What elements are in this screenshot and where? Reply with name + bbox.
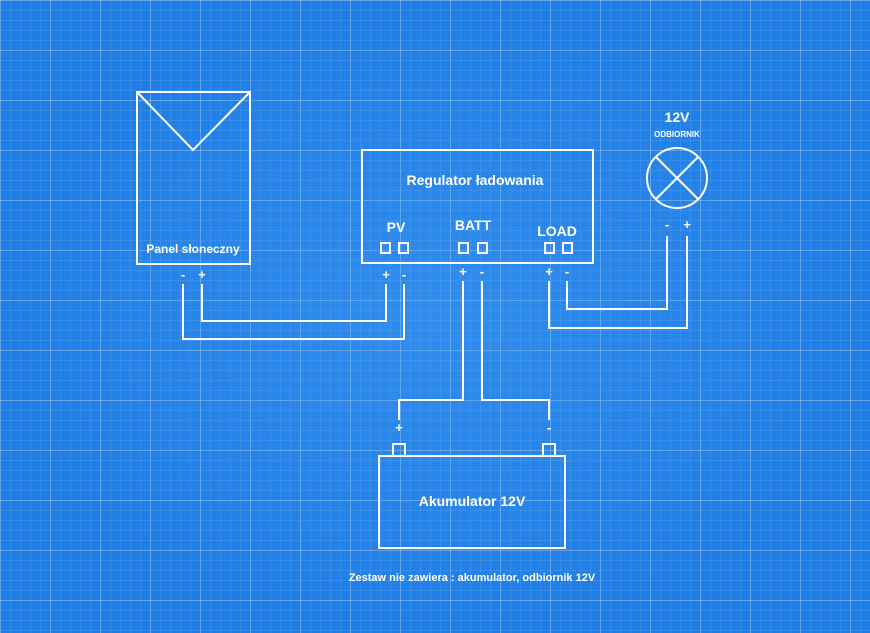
battery-terminal-plus xyxy=(392,443,406,457)
batt-port-label: BATT xyxy=(455,217,492,233)
wire-load-plus xyxy=(548,236,688,329)
solar-panel-icon xyxy=(136,91,251,152)
batt-plus-sign: + xyxy=(459,264,467,279)
batt-terminal-plus xyxy=(458,242,469,254)
load-device: 12V ODBIORNIK - + xyxy=(646,109,708,232)
battery-terminal-minus xyxy=(542,443,556,457)
charge-controller: Regulator ładowania PV BATT LOAD + - + -… xyxy=(361,149,594,282)
load-terminal-minus xyxy=(562,242,573,254)
lamp-cross-b xyxy=(655,156,699,200)
pv-terminal-plus xyxy=(380,242,391,254)
load-device-plus-sign: + xyxy=(683,217,691,232)
pv-minus-sign: - xyxy=(402,267,406,282)
wire-batt-minus xyxy=(481,281,550,420)
load-voltage-label: 12V xyxy=(665,109,691,125)
footnote: Zestaw nie zawiera : akumulator, odbiorn… xyxy=(349,572,596,584)
controller-title: Regulator ładowania xyxy=(407,172,544,188)
battery-frame xyxy=(378,455,566,549)
pv-plus-sign: + xyxy=(382,267,390,282)
batt-minus-sign: - xyxy=(480,264,484,279)
lamp-icon xyxy=(646,147,708,209)
controller-frame xyxy=(361,149,594,264)
battery-label: Akumulator 12V xyxy=(419,493,526,509)
battery-plus-sign: + xyxy=(395,420,403,435)
solar-panel-frame xyxy=(136,91,251,265)
load-minus-sign: - xyxy=(565,264,569,279)
load-terminal-plus xyxy=(544,242,555,254)
load-port-label: LOAD xyxy=(537,223,577,239)
wire-panel-plus-to-pv-plus xyxy=(201,284,387,322)
pv-port-label: PV xyxy=(387,219,406,235)
wires xyxy=(182,236,688,420)
solar-panel-label: Panel słoneczny xyxy=(146,242,240,256)
pv-terminal-minus xyxy=(398,242,409,254)
load-device-minus-sign: - xyxy=(665,217,669,232)
battery-minus-sign: - xyxy=(547,420,551,435)
battery: Akumulator 12V + - xyxy=(378,420,566,549)
solar-panel-plus-sign: + xyxy=(198,267,206,282)
wire-panel-minus-to-pv-minus xyxy=(182,284,405,340)
wire-batt-plus xyxy=(398,281,464,420)
batt-terminal-minus xyxy=(477,242,488,254)
load-plus-sign: + xyxy=(545,264,553,279)
load-device-label: ODBIORNIK xyxy=(654,130,700,139)
solar-panel: Panel słoneczny - + xyxy=(136,91,251,282)
solar-panel-minus-sign: - xyxy=(181,267,185,282)
wire-load-minus xyxy=(566,236,668,310)
